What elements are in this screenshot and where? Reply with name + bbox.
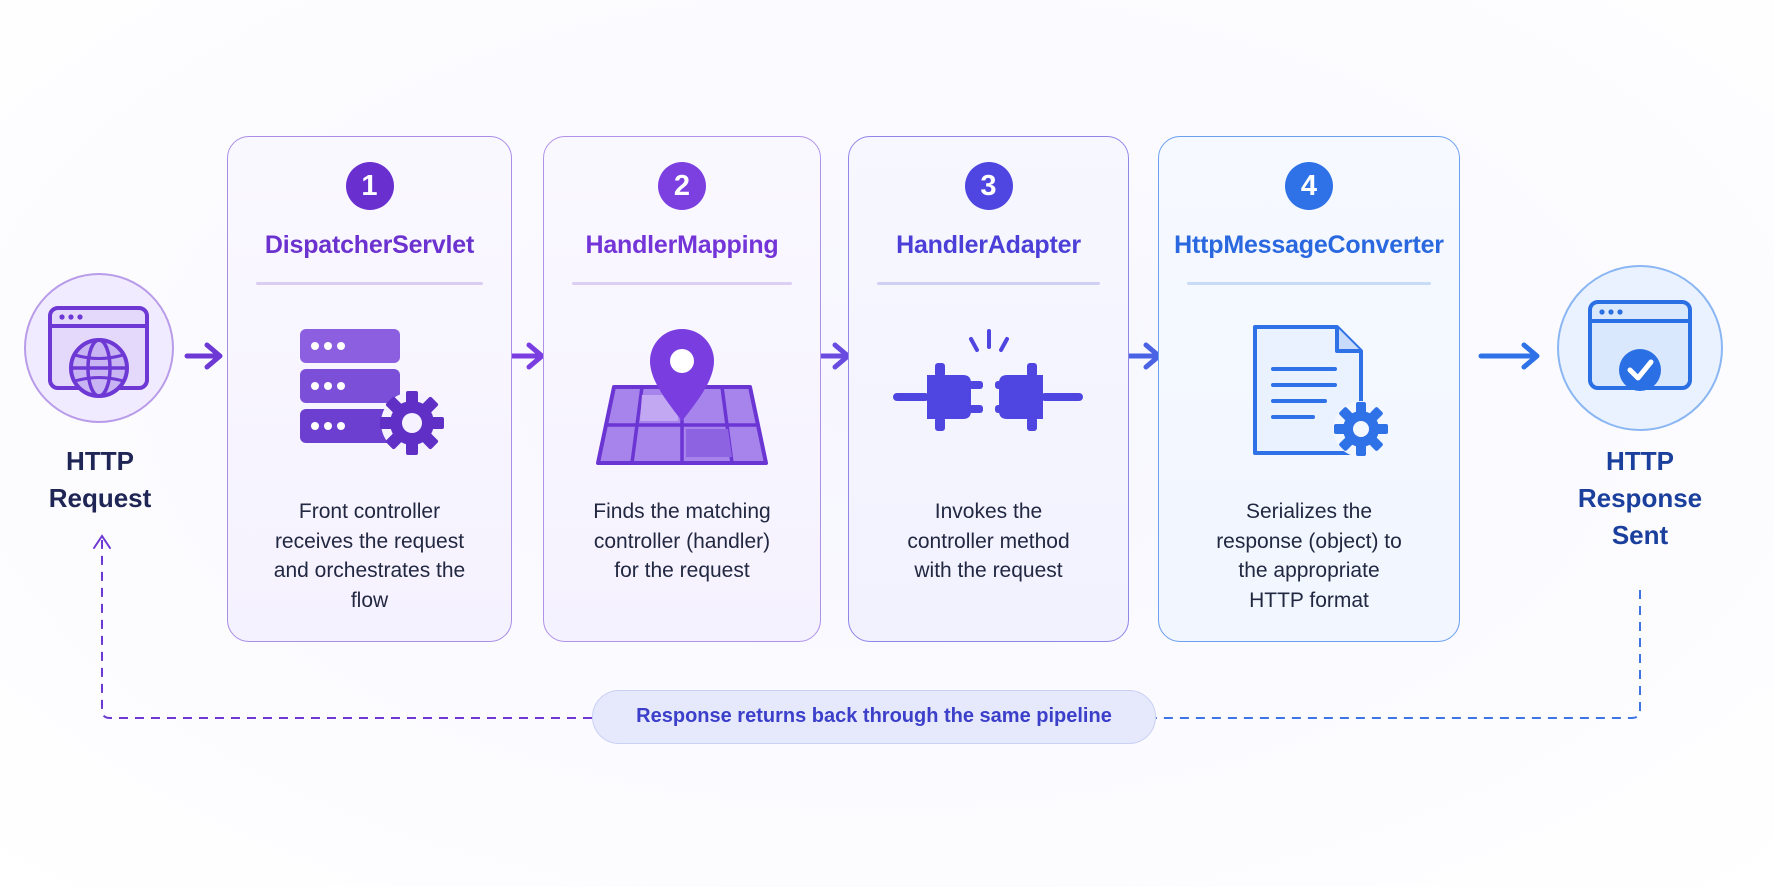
arrow-step1-to-step2: [505, 342, 545, 370]
title-divider: [877, 282, 1100, 285]
step-card-handler-mapping: 2 HandlerMapping Finds the matching cont…: [543, 136, 821, 642]
return-path-label: Response returns back through the same p…: [592, 690, 1156, 744]
step-title: HandlerMapping: [585, 231, 779, 259]
step-number-badge: 1: [345, 162, 394, 210]
server-gear-icon: [299, 329, 444, 455]
desc-line: controller method: [907, 529, 1070, 553]
http-request-node: [24, 273, 174, 423]
arrow-step4-to-response: [1478, 342, 1540, 370]
http-response-node: [1557, 265, 1723, 431]
desc-line: receives the request: [274, 529, 465, 553]
step-card-handler-adapter: 3 HandlerAdapter Invokes the controller …: [848, 136, 1129, 642]
plug-adapter-icon: [892, 329, 1083, 431]
step-title: DispatcherServlet: [264, 231, 475, 259]
request-label-line1: HTTP: [66, 446, 134, 476]
arrow-request-to-step1: [184, 342, 223, 370]
desc-line: the appropriate: [1238, 559, 1380, 582]
desc-line: for the request: [614, 559, 750, 582]
step-description: Front controller receives the request an…: [240, 497, 499, 615]
http-response-label: HTTP Response Sent: [1530, 443, 1750, 554]
http-request-label: HTTP Request: [28, 443, 172, 517]
request-label-line2: Request: [48, 483, 152, 513]
step-number-badge: 3: [964, 162, 1013, 210]
title-divider: [1187, 282, 1431, 285]
desc-line: flow: [350, 588, 389, 612]
desc-line: Front controller: [298, 500, 441, 523]
step-title: HandlerAdapter: [896, 231, 1081, 259]
response-label-line1: HTTP: [1606, 446, 1674, 476]
desc-line: Serializes the: [1245, 500, 1373, 523]
step-description: Finds the matching controller (handler) …: [556, 497, 808, 586]
step-description: Serializes the response (object) to the …: [1171, 497, 1447, 615]
arrow-step3-to-step4: [1124, 342, 1162, 370]
desc-line: Invokes the: [934, 500, 1043, 523]
response-label-line2: Response: [1577, 483, 1703, 513]
step-card-dispatcher-servlet: 1 DispatcherServlet Front control: [227, 136, 512, 642]
step-number-badge: 4: [1285, 162, 1333, 210]
title-divider: [256, 282, 483, 285]
desc-line: response (object) to: [1216, 529, 1402, 553]
desc-line: controller (handler): [593, 529, 771, 553]
desc-line: Finds the matching: [593, 500, 771, 523]
title-divider: [572, 282, 792, 285]
return-path-line: [101, 540, 1641, 719]
response-label-line3: Sent: [1611, 520, 1669, 550]
arrow-step2-to-step3: [815, 342, 851, 370]
step-card-http-message-converter: 4 HttpMessageConverter: [1158, 136, 1460, 642]
step-number-badge: 2: [658, 162, 706, 210]
desc-line: HTTP format: [1249, 588, 1369, 612]
step-title: HttpMessageConverter: [1174, 231, 1444, 259]
browser-check-icon: [1588, 300, 1692, 391]
desc-line: with the request: [914, 559, 1063, 582]
browser-globe-icon: [48, 306, 149, 398]
return-arrowhead-icon: [93, 534, 111, 549]
desc-line: and orchestrates the: [273, 559, 466, 582]
document-gear-icon: [1253, 325, 1389, 457]
step-description: Invokes the controller method with the r…: [861, 497, 1116, 586]
map-pin-icon: [596, 329, 768, 465]
